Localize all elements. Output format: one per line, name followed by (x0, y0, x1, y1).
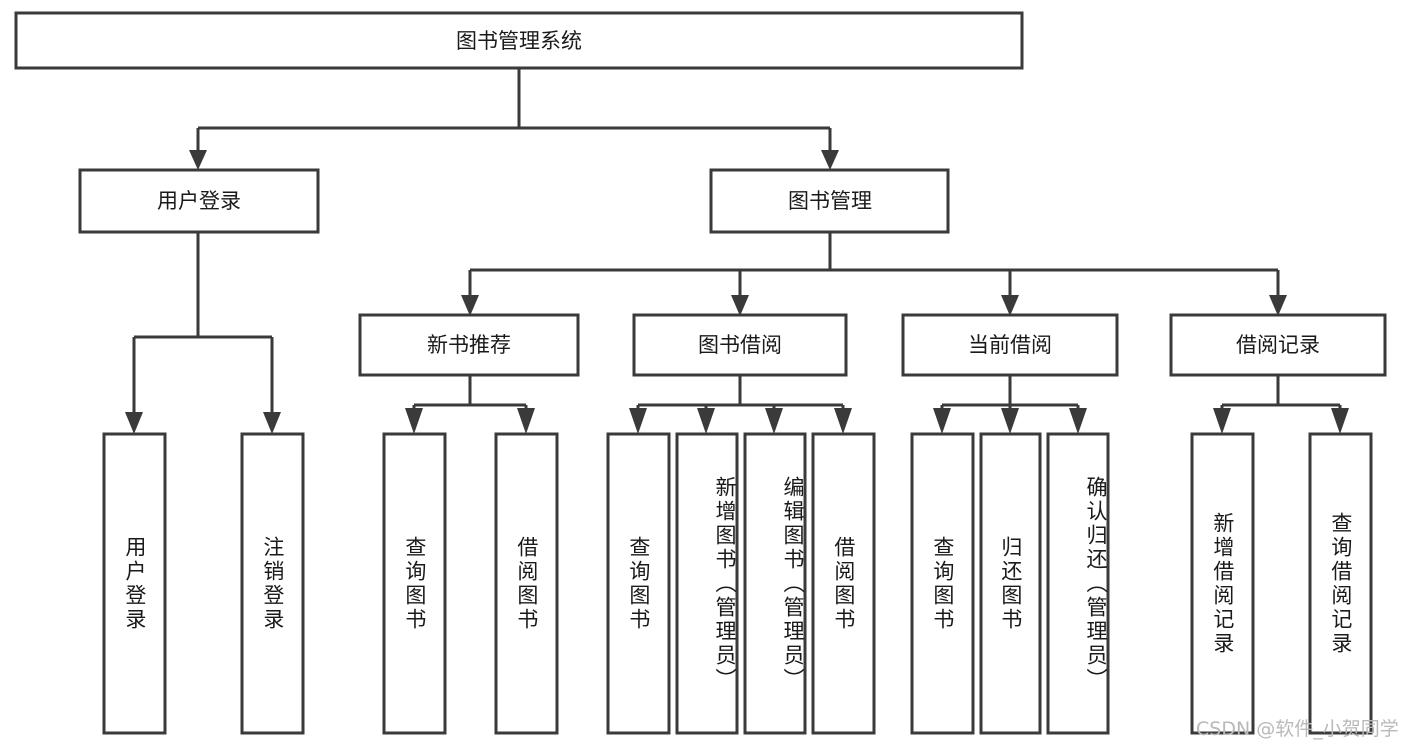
arrow-head-leaf-query-book-1 (405, 408, 423, 434)
arrow-head-book-borrow (731, 295, 749, 316)
arrow-head-leaf-query-book-2 (629, 408, 647, 434)
node-box-leaf-add-book[interactable] (675, 432, 739, 735)
arrow-head-leaf-user-login (125, 412, 143, 434)
node-box-current-borrow[interactable] (901, 313, 1119, 377)
connector-group-book-borrow (629, 375, 852, 434)
node-box-title[interactable] (14, 11, 1024, 70)
node-label-new-book-recommend: 新书推荐 (427, 333, 511, 357)
node-box-leaf-query-book-2[interactable] (606, 432, 671, 735)
node-box-leaf-logout-login[interactable] (240, 432, 305, 735)
node-label-current-borrow: 当前借阅 (968, 333, 1052, 357)
node-box-leaf-add-record[interactable] (1190, 432, 1255, 735)
arrow-head-leaf-edit-book (765, 408, 783, 434)
node-box-leaf-borrow-book-1[interactable] (494, 432, 559, 735)
arrow-head-leaf-query-book-3 (933, 408, 951, 434)
node-box-leaf-borrow-book-2[interactable] (811, 432, 876, 735)
node-box-borrow-record[interactable] (1169, 313, 1387, 377)
arrow-head-leaf-borrow-book-1 (517, 408, 535, 434)
node-box-leaf-edit-book[interactable] (743, 432, 807, 735)
arrow-head-current-borrow (1001, 295, 1019, 316)
node-label-book-management: 图书管理 (788, 189, 872, 213)
arrow-head-leaf-add-book (697, 408, 715, 434)
arrow-head-leaf-query-record (1331, 408, 1349, 434)
node-box-leaf-user-login[interactable] (102, 432, 167, 735)
arrow-head-leaf-add-record (1213, 408, 1231, 434)
arrow-head-new-book-recommend (461, 295, 479, 316)
node-box-leaf-confirm-return[interactable] (1046, 432, 1110, 735)
connector-group-user-login (125, 232, 281, 434)
connector-group-root (189, 68, 839, 170)
arrow-head-leaf-confirm-return (1069, 408, 1087, 434)
node-box-leaf-query-book-1[interactable] (382, 432, 447, 735)
node-label-book-borrow: 图书借阅 (698, 333, 782, 357)
connector-group-new-book-recommend (405, 375, 535, 434)
node-label-borrow-record: 借阅记录 (1236, 333, 1320, 357)
csdn-watermark: CSDN @软件_小贺同学 (1196, 718, 1399, 740)
node-box-book-management[interactable] (709, 168, 950, 234)
node-label-user-login: 用户登录 (157, 189, 241, 213)
node-box-new-book-recommend[interactable] (358, 313, 580, 377)
connector-group-borrow-record (1213, 375, 1349, 434)
arrow-head-leaf-return-book (1001, 408, 1019, 434)
node-box-leaf-return-book[interactable] (979, 432, 1042, 735)
connector-group-current-borrow (933, 375, 1087, 434)
node-box-leaf-query-record[interactable] (1308, 432, 1373, 735)
connector-group-book-management (461, 232, 1287, 316)
arrow-head-book-management (821, 150, 839, 170)
node-label-title: 图书管理系统 (456, 29, 582, 53)
node-box-book-borrow[interactable] (632, 313, 848, 377)
node-box-user-login[interactable] (78, 168, 320, 234)
arrow-head-leaf-logout-login (263, 412, 281, 434)
arrow-head-leaf-borrow-book-2 (834, 408, 852, 434)
arrow-head-borrow-record (1269, 295, 1287, 316)
node-box-leaf-query-book-3[interactable] (910, 432, 975, 735)
arrow-head-user-login (189, 150, 207, 170)
